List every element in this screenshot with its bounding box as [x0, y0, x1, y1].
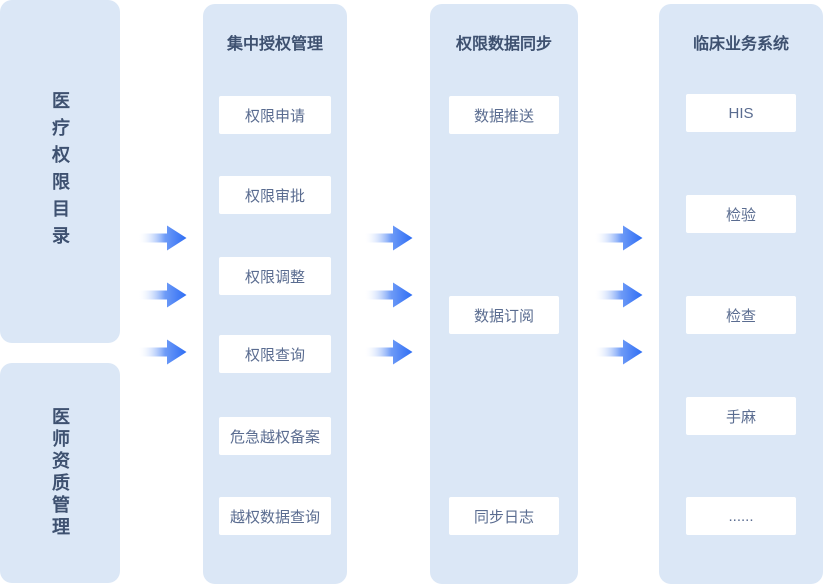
column-title: 临床业务系统	[692, 36, 789, 53]
column-clinical-systems: 临床业务系统 HIS 检验 检查 手麻 ......	[659, 4, 823, 584]
item-his: HIS	[686, 94, 796, 132]
item-permission-apply: 权限申请	[219, 96, 331, 134]
source-panel-label: 医师资质管理	[50, 407, 70, 539]
item-permission-approve: 权限审批	[219, 176, 331, 214]
source-panel-medical-permission-directory: 医疗权限目录	[0, 0, 120, 343]
flow-arrow-icon	[139, 339, 187, 365]
flow-arrow-icon	[365, 282, 413, 308]
flow-arrow-icon	[595, 225, 643, 251]
column-centralized-authorization: 集中授权管理 权限申请 权限审批 权限调整 权限查询 危急越权备案 越权数据查询	[203, 4, 347, 584]
flow-arrow-icon	[595, 339, 643, 365]
item-lab-test: 检验	[686, 195, 796, 233]
column-title: 权限数据同步	[455, 36, 552, 53]
item-exam: 检查	[686, 296, 796, 334]
column-title: 集中授权管理	[226, 36, 323, 53]
item-emergency-override-record: 危急越权备案	[219, 417, 331, 455]
flow-arrow-icon	[139, 282, 187, 308]
item-override-data-query: 越权数据查询	[219, 497, 331, 535]
item-permission-adjust: 权限调整	[219, 257, 331, 295]
flow-arrow-icon	[365, 225, 413, 251]
item-anesthesia: 手麻	[686, 397, 796, 435]
flow-arrow-icon	[139, 225, 187, 251]
flow-arrow-icon	[365, 339, 413, 365]
source-panel-label: 医疗权限目录	[50, 90, 70, 253]
item-data-push: 数据推送	[449, 96, 559, 134]
column-permission-data-sync: 权限数据同步 数据推送 数据订阅 同步日志	[430, 4, 578, 584]
item-data-subscribe: 数据订阅	[449, 296, 559, 334]
source-panel-physician-qualification: 医师资质管理	[0, 363, 120, 583]
item-more: ......	[686, 497, 796, 535]
flow-arrow-icon	[595, 282, 643, 308]
item-permission-query: 权限查询	[219, 335, 331, 373]
item-sync-log: 同步日志	[449, 497, 559, 535]
